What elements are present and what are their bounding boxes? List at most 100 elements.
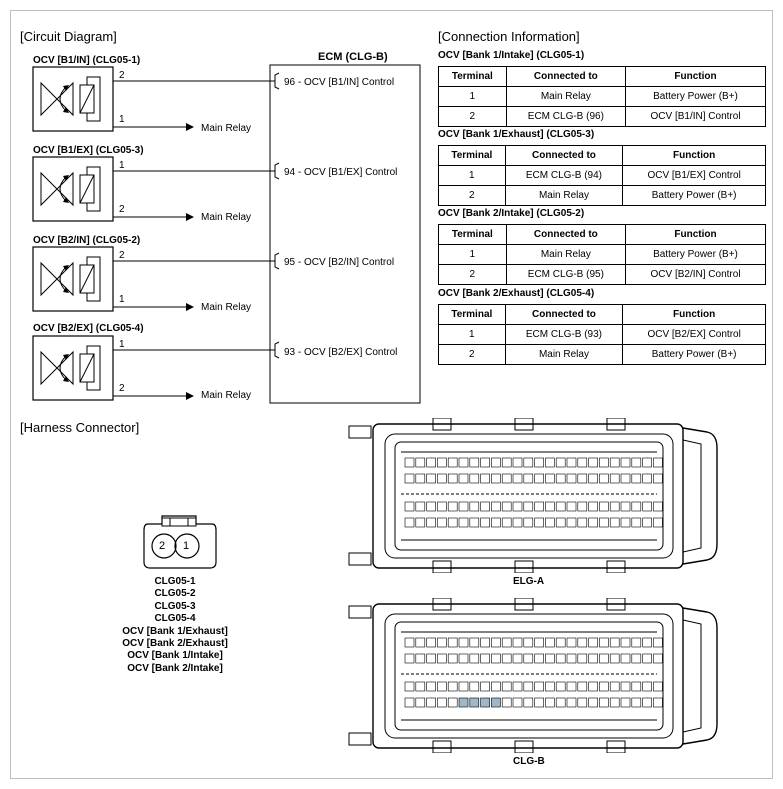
- clg-b-pin-r3-c12: [534, 697, 544, 708]
- cell: ECM CLG-B (96): [505, 106, 627, 127]
- elg-a-pin-r0-c18: [599, 457, 609, 468]
- clg-b-pin-r1-c2: [426, 653, 436, 664]
- ocv-label-b1-in: OCV [B1/IN] (CLG05-1): [33, 55, 141, 66]
- elg-a-clip-top-2: [606, 418, 626, 431]
- ocv-2-ecm-pin-bracket: [274, 162, 280, 180]
- header-function: Function: [625, 66, 766, 87]
- connector-name: CLG05-3: [154, 600, 196, 612]
- cell: Battery Power (B+): [622, 185, 766, 206]
- clg-b-connector-drawing: [348, 598, 718, 753]
- elg-a-tab-left-top: [348, 425, 372, 439]
- elg-a-latch: [682, 427, 718, 565]
- elg-a-pin-r3-c2: [426, 517, 436, 528]
- ocv-3-ecm-pin-bracket: [274, 252, 280, 270]
- elg-a-pin-r3-c6: [469, 517, 480, 528]
- clg-b-pin-r0-c11: [523, 637, 534, 648]
- cell: 2: [438, 106, 507, 127]
- ocv-3-curve: [59, 266, 67, 292]
- clg-b-pin-r2-c3: [437, 681, 447, 692]
- elg-a-pin-r0-c21: [631, 457, 642, 468]
- clg-b-pin-r0-c13: [545, 637, 555, 648]
- clg-b-pin-r1-c5: [458, 653, 469, 664]
- cell: 1: [438, 324, 506, 345]
- clg-b-pin-r3-c13: [545, 697, 555, 708]
- elg-a-pin-r2-c0: [404, 501, 415, 512]
- clg-b-pin-r1-c13: [545, 653, 555, 664]
- elg-a-pin-r3-c5: [458, 517, 469, 528]
- cell: Main Relay: [504, 185, 624, 206]
- elg-a-pin-r0-c14: [555, 457, 566, 468]
- cell: Battery Power (B+): [622, 344, 766, 365]
- elg-a-pin-r3-c22: [642, 517, 652, 528]
- elg-a-pin-r3-c10: [512, 517, 523, 528]
- ocv-label-b2-ex: OCV [B2/EX] (CLG05-4): [33, 323, 144, 334]
- clg-b-pin-r1-c7: [480, 653, 490, 664]
- clg-b-clip-top-1: [514, 598, 534, 611]
- clg-b-pin-r1-c16: [577, 653, 588, 664]
- clg-b-pin-r0-c15: [566, 637, 577, 648]
- clg-b-pin-r1-c8: [491, 653, 501, 664]
- elg-a-pin-r3-c21: [631, 517, 642, 528]
- elg-a-inner-body: [384, 433, 674, 559]
- clg-b-pin-r0-c16: [577, 637, 588, 648]
- ocv-2-curve-arrow-bottom: [63, 197, 69, 203]
- small-connector-drawing: [143, 515, 217, 569]
- ocv3-relay: Main Relay: [201, 302, 252, 313]
- clg-b-pin-r3-c15: [566, 697, 577, 708]
- elg-a-pin-r2-c17: [588, 501, 598, 512]
- connector-name: CLG05-4: [154, 613, 196, 625]
- elg-a-pin-r0-c10: [512, 457, 523, 468]
- elg-a-label: ELG-A: [513, 576, 545, 587]
- ocv-3-internal-wire: [86, 256, 101, 302]
- elg-a-pin-r3-c7: [480, 517, 490, 528]
- clg-b-pin-r3-c14: [555, 697, 566, 708]
- ocv4-top-pin: 1: [119, 339, 125, 350]
- small-connector-pin-2: 2: [159, 540, 166, 552]
- header-terminal: Terminal: [438, 224, 507, 245]
- clg-b-pin-r2-c15: [566, 681, 577, 692]
- elg-a-pin-r2-c1: [415, 501, 426, 512]
- elg-a-pin-r0-c4: [447, 457, 458, 468]
- elg-a-pin-r2-c14: [555, 501, 566, 512]
- elg-a-pin-r0-c16: [577, 457, 588, 468]
- clg-b-pin-r1-c4: [447, 653, 458, 664]
- ocv-1-ecm-pin-bracket: [274, 72, 280, 90]
- clg-b-latch: [682, 607, 718, 745]
- clg-b-pin-r2-c12: [534, 681, 544, 692]
- elg-a-pin-r1-c8: [491, 473, 501, 484]
- clg-b-clip-bottom-2: [606, 740, 626, 753]
- elg-a-pin-r1-c1: [415, 473, 426, 484]
- clg-b-pin-r3-c6: [469, 697, 480, 708]
- elg-a-pin-r1-c5: [458, 473, 469, 484]
- cell: 1: [438, 86, 507, 107]
- elg-a-pin-r3-c18: [599, 517, 609, 528]
- elg-a-pin-r0-c20: [620, 457, 631, 468]
- clg-b-pin-r2-c5: [458, 681, 469, 692]
- cell: Main Relay: [504, 344, 624, 365]
- clg-b-pin-r1-c19: [609, 653, 620, 664]
- ocv-4-coil-diagonal: [79, 353, 95, 383]
- clg-b-pin-r3-c7: [480, 697, 490, 708]
- elg-a-pin-r3-c12: [534, 517, 544, 528]
- circuit-diagram-title: [Circuit Diagram]: [20, 29, 117, 44]
- ecm-pin-93: 93 - OCV [B2/EX] Control: [284, 347, 398, 358]
- clg-b-label: CLG-B: [513, 756, 545, 767]
- elg-a-pin-r3-c9: [501, 517, 512, 528]
- ocv-3-box: [32, 246, 114, 312]
- clg-b-pin-r2-c19: [609, 681, 620, 692]
- ocv-1-box: [32, 66, 114, 132]
- elg-a-inner-frame: [394, 441, 664, 551]
- connector-name: OCV [Bank 2/Exhaust]: [122, 638, 228, 650]
- cell: 2: [438, 344, 506, 365]
- ocv-1-curve-arrow-top: [63, 85, 69, 91]
- elg-a-pin-r1-c2: [426, 473, 436, 484]
- ocv-label-b2-in: OCV [B2/IN] (CLG05-2): [33, 235, 141, 246]
- clg-b-pin-r1-c14: [555, 653, 566, 664]
- elg-a-pin-r3-c20: [620, 517, 631, 528]
- clg-b-pin-r2-c8: [491, 681, 501, 692]
- elg-a-pin-r0-c7: [480, 457, 490, 468]
- clg-b-pin-r3-c1: [415, 697, 426, 708]
